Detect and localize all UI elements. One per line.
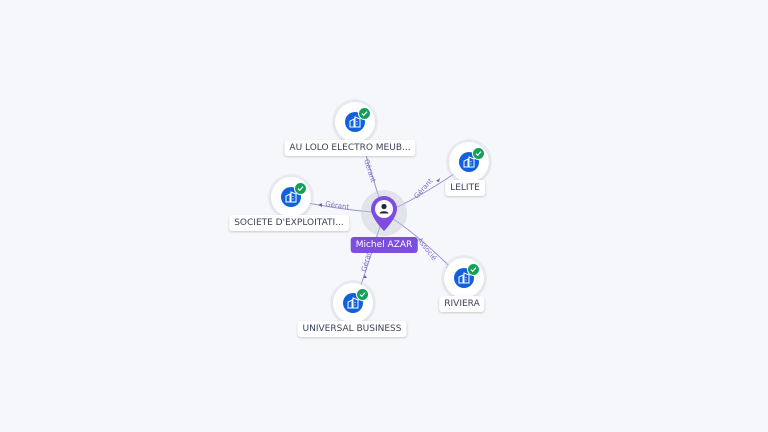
edge-label-riviera: Associé bbox=[415, 236, 438, 262]
person-icon bbox=[379, 203, 389, 214]
verified-check-icon bbox=[467, 263, 480, 276]
verified-check-icon bbox=[358, 107, 371, 120]
company-node-aulolo[interactable] bbox=[335, 102, 375, 142]
verified-check-icon bbox=[356, 288, 369, 301]
company-node-universal[interactable] bbox=[333, 283, 373, 323]
edge-label-aulolo: Gérant bbox=[362, 158, 377, 184]
company-label-aulolo[interactable]: AU LOLO ELECTRO MEUB... bbox=[284, 140, 416, 156]
arrow-societe bbox=[318, 203, 322, 207]
company-node-societe[interactable] bbox=[271, 177, 311, 217]
company-node-lelite[interactable] bbox=[449, 142, 489, 182]
edge-label-societe: Gérant bbox=[325, 200, 350, 211]
company-label-universal[interactable]: UNIVERSAL BUSINESS bbox=[297, 321, 407, 337]
verified-check-icon bbox=[294, 182, 307, 195]
arrow-lelite bbox=[436, 178, 440, 182]
company-label-societe[interactable]: SOCIETE D'EXPLOITATI... bbox=[229, 215, 349, 231]
company-node-riviera[interactable] bbox=[444, 258, 484, 298]
location-pin-icon bbox=[368, 194, 400, 236]
person-node[interactable] bbox=[361, 190, 407, 240]
verified-check-icon bbox=[472, 147, 485, 160]
company-label-lelite[interactable]: LELITE bbox=[445, 180, 485, 196]
company-label-riviera[interactable]: RIVIERA bbox=[439, 296, 485, 312]
person-label[interactable]: Michel AZAR bbox=[350, 237, 418, 253]
arrow-universal bbox=[363, 275, 367, 278]
